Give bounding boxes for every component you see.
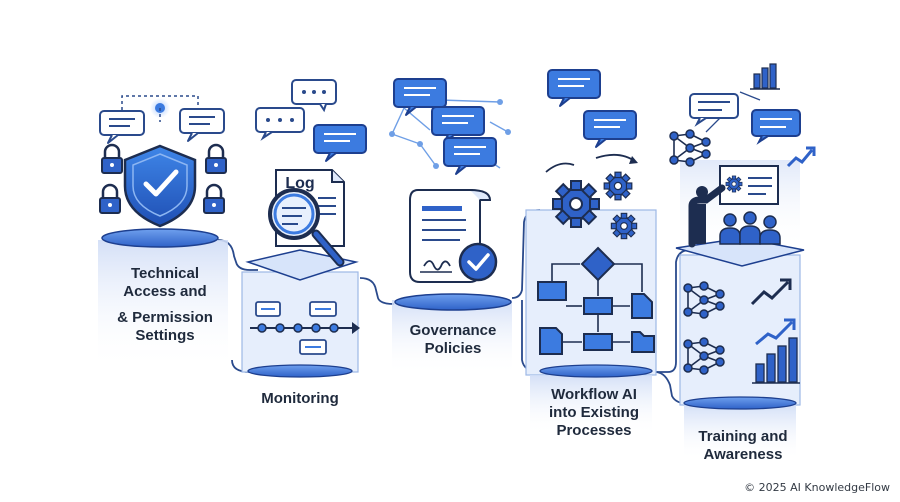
padlock-icon bbox=[100, 143, 124, 175]
platform-disk bbox=[101, 228, 219, 248]
platform-disk bbox=[683, 396, 797, 410]
stage-label-technical-access: Technical Access and & Permission Settin… bbox=[117, 265, 213, 344]
platform-disk bbox=[394, 293, 512, 311]
chat-bubble-icon bbox=[547, 69, 601, 107]
stage-technical-access bbox=[98, 95, 228, 370]
stage-label-governance: Governance Policies bbox=[409, 322, 497, 357]
flowchart-icon bbox=[537, 246, 655, 355]
audience-icon bbox=[719, 211, 781, 245]
log-document-title: Log bbox=[285, 175, 314, 192]
shield-check-icon bbox=[123, 144, 197, 228]
bar-chart-icon bbox=[750, 63, 780, 90]
chat-bubble-icon bbox=[583, 110, 637, 148]
chat-bubble-icon bbox=[751, 109, 801, 145]
stage-label-training: Training and Awareness bbox=[698, 428, 788, 463]
padlock-icon bbox=[202, 183, 226, 215]
stage-label-monitoring: Monitoring bbox=[261, 390, 339, 407]
gear-icon bbox=[552, 180, 600, 228]
chat-bubble-icon bbox=[443, 137, 497, 175]
gear-icon bbox=[603, 171, 633, 201]
chat-bubble-icon bbox=[291, 79, 337, 113]
stage-workflow bbox=[525, 69, 657, 435]
checkmark-badge-icon bbox=[458, 242, 498, 282]
chat-bubble-icon bbox=[99, 110, 145, 144]
chat-bubble-icon bbox=[179, 108, 225, 142]
trend-arrow-icon bbox=[750, 278, 792, 306]
platform-disk bbox=[247, 364, 353, 378]
chat-bubble-icon bbox=[689, 93, 739, 127]
magnifier-icon bbox=[268, 188, 345, 267]
presenter-icon bbox=[688, 165, 779, 248]
gear-icon bbox=[610, 212, 638, 240]
copyright-notice: © 2025 AI KnowledgeFlow bbox=[744, 481, 890, 494]
stage-governance bbox=[389, 78, 512, 375]
stage-column-bg bbox=[241, 271, 359, 373]
padlock-icon bbox=[98, 183, 122, 215]
platform-disk bbox=[539, 364, 653, 378]
bar-chart-icon bbox=[752, 318, 800, 384]
stage-column-bg bbox=[392, 300, 512, 375]
chat-bubble-icon bbox=[313, 124, 367, 162]
stage-training bbox=[669, 63, 816, 460]
stage-label-workflow: Workflow AI into Existing Processes bbox=[549, 386, 639, 439]
padlock-icon bbox=[204, 143, 228, 175]
trend-arrow-icon bbox=[786, 146, 816, 168]
stage-column-bg bbox=[98, 240, 228, 370]
timeline-icon bbox=[250, 301, 360, 355]
chat-bubble-icon bbox=[255, 107, 305, 141]
stage-monitoring: Log bbox=[241, 79, 367, 378]
